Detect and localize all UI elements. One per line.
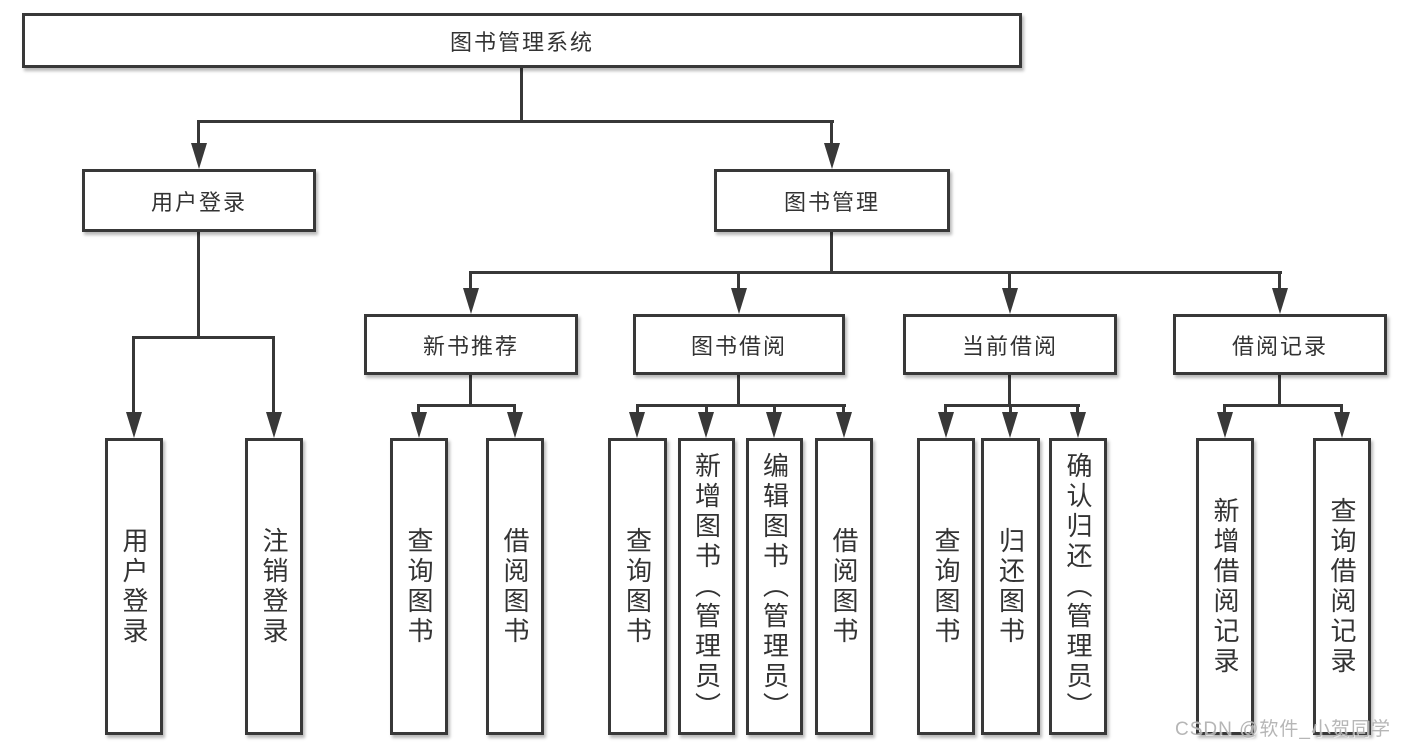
arrow-down-icon: [824, 143, 840, 169]
arrow-down-icon: [411, 412, 427, 438]
arrow-down-icon: [507, 412, 523, 438]
leaf-return-book-label: 归还图书: [995, 526, 1026, 647]
arrow-down-icon: [126, 412, 142, 438]
arrow-down-icon: [1272, 288, 1288, 314]
leaf-logout-label: 注销登录: [259, 526, 289, 647]
arrow-down-icon: [629, 412, 645, 438]
node-new-book-recommend: 新书推荐: [364, 314, 578, 375]
node-current-borrowing-label: 当前借阅: [961, 333, 1058, 359]
leaf-borrow-books-borrowing: 借阅图书: [815, 438, 873, 735]
leaf-logout: 注销登录: [245, 438, 303, 735]
leaf-borrow-books-borrowing-label: 借阅图书: [829, 526, 859, 647]
leaf-user-login-label: 用户登录: [119, 526, 149, 647]
leaf-add-borrow-record: 新增借阅记录: [1196, 438, 1254, 735]
leaf-confirm-return-admin-label: 确认归还（管理员）: [1063, 451, 1093, 722]
arrow-down-icon: [698, 412, 714, 438]
arrow-down-icon: [731, 288, 747, 314]
leaf-user-login: 用户登录: [105, 438, 163, 735]
arrow-down-icon: [766, 412, 782, 438]
leaf-edit-book-admin-label: 编辑图书（管理员）: [759, 451, 790, 722]
watermark: CSDN @软件_小贺同学: [1175, 719, 1391, 740]
node-borrowing-records: 借阅记录: [1173, 314, 1387, 375]
leaf-query-books-recommend: 查询图书: [390, 438, 448, 735]
arrow-down-icon: [1217, 412, 1233, 438]
node-user-login-label: 用户登录: [150, 189, 247, 215]
node-user-login: 用户登录: [82, 169, 316, 232]
leaf-query-books-borrowing-label: 查询图书: [622, 526, 653, 647]
arrow-down-icon: [1070, 412, 1086, 438]
leaf-add-book-admin-label: 新增图书（管理员）: [691, 451, 722, 722]
node-book-borrowing: 图书借阅: [633, 314, 845, 375]
node-root-label: 图书管理系统: [449, 29, 594, 55]
node-current-borrowing: 当前借阅: [903, 314, 1117, 375]
leaf-borrow-books-recommend: 借阅图书: [486, 438, 544, 735]
leaf-borrow-books-recommend-label: 借阅图书: [500, 526, 530, 647]
leaf-confirm-return-admin: 确认归还（管理员）: [1049, 438, 1107, 735]
arrow-down-icon: [1334, 412, 1350, 438]
node-book-management-label: 图书管理: [783, 189, 880, 215]
node-root: 图书管理系统: [22, 13, 1022, 68]
node-new-book-recommend-label: 新书推荐: [422, 333, 519, 359]
arrow-down-icon: [1002, 288, 1018, 314]
leaf-edit-book-admin: 编辑图书（管理员）: [746, 438, 803, 735]
node-borrowing-records-label: 借阅记录: [1231, 333, 1328, 359]
arrow-down-icon: [191, 143, 207, 169]
leaf-return-book: 归还图书: [981, 438, 1040, 735]
arrow-down-icon: [938, 412, 954, 438]
leaf-query-books-current-label: 查询图书: [931, 526, 961, 647]
arrow-down-icon: [463, 288, 479, 314]
node-book-management: 图书管理: [714, 169, 950, 232]
leaf-query-books-recommend-label: 查询图书: [404, 526, 434, 647]
leaf-query-borrow-record: 查询借阅记录: [1313, 438, 1371, 735]
leaf-query-books-current: 查询图书: [917, 438, 975, 735]
arrow-down-icon: [836, 412, 852, 438]
leaf-query-books-borrowing: 查询图书: [608, 438, 667, 735]
arrow-down-icon: [1002, 412, 1018, 438]
leaf-query-borrow-record-label: 查询借阅记录: [1327, 496, 1357, 677]
leaf-add-borrow-record-label: 新增借阅记录: [1210, 496, 1240, 677]
arrow-down-icon: [266, 412, 282, 438]
leaf-add-book-admin: 新增图书（管理员）: [678, 438, 735, 735]
node-book-borrowing-label: 图书借阅: [690, 333, 787, 359]
